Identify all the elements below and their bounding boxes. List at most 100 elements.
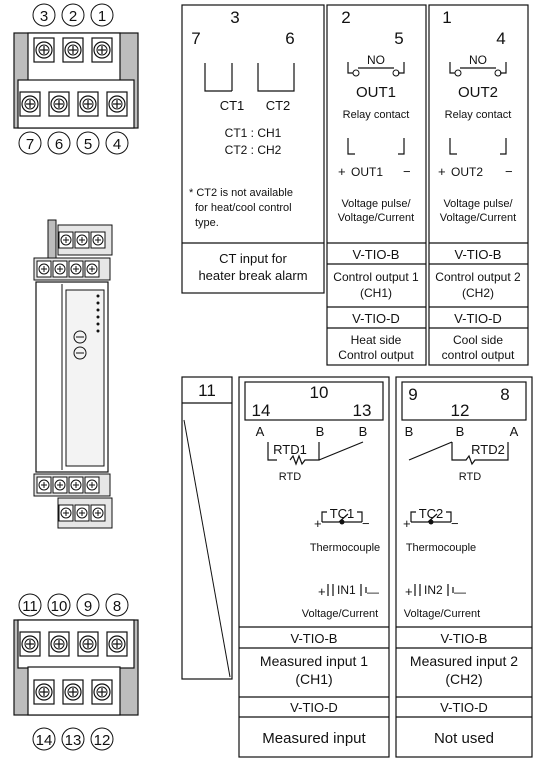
terminal-number-12: 12 [90,727,114,751]
svg-text:1: 1 [98,8,106,25]
svg-text:8: 8 [113,598,121,615]
ct-input-panel: 3 7 6 CT1 CT2 CT1 : CH1 CT2 : CH2 * CT2 … [181,4,325,294]
tc1-label: TC1 [330,506,355,521]
terminal-number-7: 7 [18,131,42,155]
svg-text:4: 4 [496,29,505,48]
out1-model-d: V-TIO-D [352,311,400,326]
svg-text:12: 12 [94,732,111,749]
rtd1-caption: RTD [279,471,301,483]
terminal-number-8: 8 [105,593,129,617]
svg-text:Measured input: Measured input [262,730,366,747]
rtd2-label: RTD2 [471,442,505,457]
ct-note-line3: type. [195,217,219,229]
ct-note-line2: for heat/cool control [195,202,292,214]
svg-text:Measured input 1: Measured input 1 [260,653,368,669]
svg-text:Voltage/Current: Voltage/Current [338,212,414,224]
svg-text:Measured input 2: Measured input 2 [410,653,518,669]
terminal-number-1: 1 [90,3,114,27]
rtd1-label: RTD1 [273,442,307,457]
svg-text:(CH2): (CH2) [445,671,482,687]
in1-model-b: V-TIO-B [291,631,338,646]
svg-text:B: B [405,424,414,439]
terminal-number-4: 4 [105,131,129,155]
svg-text:(CH2): (CH2) [462,286,494,300]
terminal-number-9: 9 [76,593,100,617]
svg-text:3: 3 [40,8,48,25]
svg-text:13: 13 [65,732,82,749]
terminal-number-11: 11 [18,593,42,617]
out1-relay-label: Relay contact [343,109,410,121]
svg-text:9: 9 [408,385,417,404]
svg-text:5: 5 [394,29,403,48]
out2-model-b: V-TIO-B [455,247,502,262]
in1-label: IN1 [337,583,356,597]
svg-text:+: + [405,584,413,599]
svg-text:−: − [451,516,459,531]
svg-text:1: 1 [442,8,451,27]
svg-text:(CH1): (CH1) [295,671,332,687]
in1-model-d: V-TIO-D [290,700,338,715]
svg-text:Cool side: Cool side [453,333,503,347]
ct-header-num: 3 [230,8,239,27]
svg-text:14: 14 [252,401,271,420]
svg-text:A: A [510,424,519,439]
svg-text:8: 8 [500,385,509,404]
ct-foot-line1: CT input for [219,251,287,266]
svg-text:−: − [505,164,513,179]
terminal-number-14: 14 [32,727,56,751]
svg-text:6: 6 [55,136,63,153]
ct1-label: CT1 [220,98,245,113]
svg-text:11: 11 [198,381,216,400]
svg-text:+: + [438,164,446,179]
svg-text:11: 11 [22,598,38,615]
svg-text:Control output 1: Control output 1 [333,270,419,284]
input2-panel: 9 8 12 B B A RTD2 RTD TC2 + − Thermocoup… [395,376,533,758]
out2-relay-label: Relay contact [445,109,512,121]
svg-text:Control output 2: Control output 2 [435,270,521,284]
ct-line1: CT1 : CH1 [225,126,282,140]
terminal-number-3: 3 [32,3,56,27]
terminal-number-2: 2 [61,3,85,27]
svg-text:2: 2 [341,8,350,27]
svg-text:Voltage pulse/: Voltage pulse/ [341,198,411,210]
ct-left-num: 7 [191,29,200,48]
ct-foot-line2: heater break alarm [198,268,307,283]
svg-text:B: B [316,424,325,439]
svg-text:+: + [338,164,346,179]
svg-text:Control output: Control output [338,348,414,362]
in2-label: IN2 [424,583,443,597]
svg-text:A: A [256,424,265,439]
in2-model-b: V-TIO-B [441,631,488,646]
tc2-label: TC2 [419,506,444,521]
out2-label: OUT2 [458,84,498,101]
in1-caption: Voltage/Current [302,608,378,620]
svg-text:—: — [367,585,379,599]
svg-text:14: 14 [36,732,53,749]
ct2-label: CT2 [266,98,291,113]
out2-model-d: V-TIO-D [454,311,502,326]
ct-line2: CT2 : CH2 [225,143,282,157]
svg-text:Heat side: Heat side [351,333,402,347]
top-terminal-block: 3 2 1 7 6 5 [13,3,139,155]
svg-text:(CH1): (CH1) [360,286,392,300]
bottom-terminal-block: 11 10 9 8 14 13 [13,593,139,751]
svg-text:B: B [359,424,368,439]
out2-no-label: NO [469,53,487,67]
svg-text:Not used: Not used [434,730,494,747]
ct-note-line1: * CT2 is not available [189,187,293,199]
out1-panel: 2 5 NO OUT1 Relay contact + OUT1 − Volta… [326,4,427,366]
svg-text:10: 10 [310,383,329,402]
svg-text:7: 7 [26,136,34,153]
svg-text:+: + [318,584,326,599]
svg-text:4: 4 [113,136,121,153]
input1-panel: 10 14 13 A B B RTD1 RTD TC1 + − Thermoco… [238,376,390,758]
svg-text:10: 10 [51,598,68,615]
svg-text:+: + [403,516,411,531]
out1-model-b: V-TIO-B [353,247,400,262]
svg-text:12: 12 [451,401,470,420]
svg-text:—: — [454,585,466,599]
out1-no-label: NO [367,53,385,67]
svg-text:control output: control output [442,348,515,362]
out2-voltage-label: OUT2 [451,165,483,179]
